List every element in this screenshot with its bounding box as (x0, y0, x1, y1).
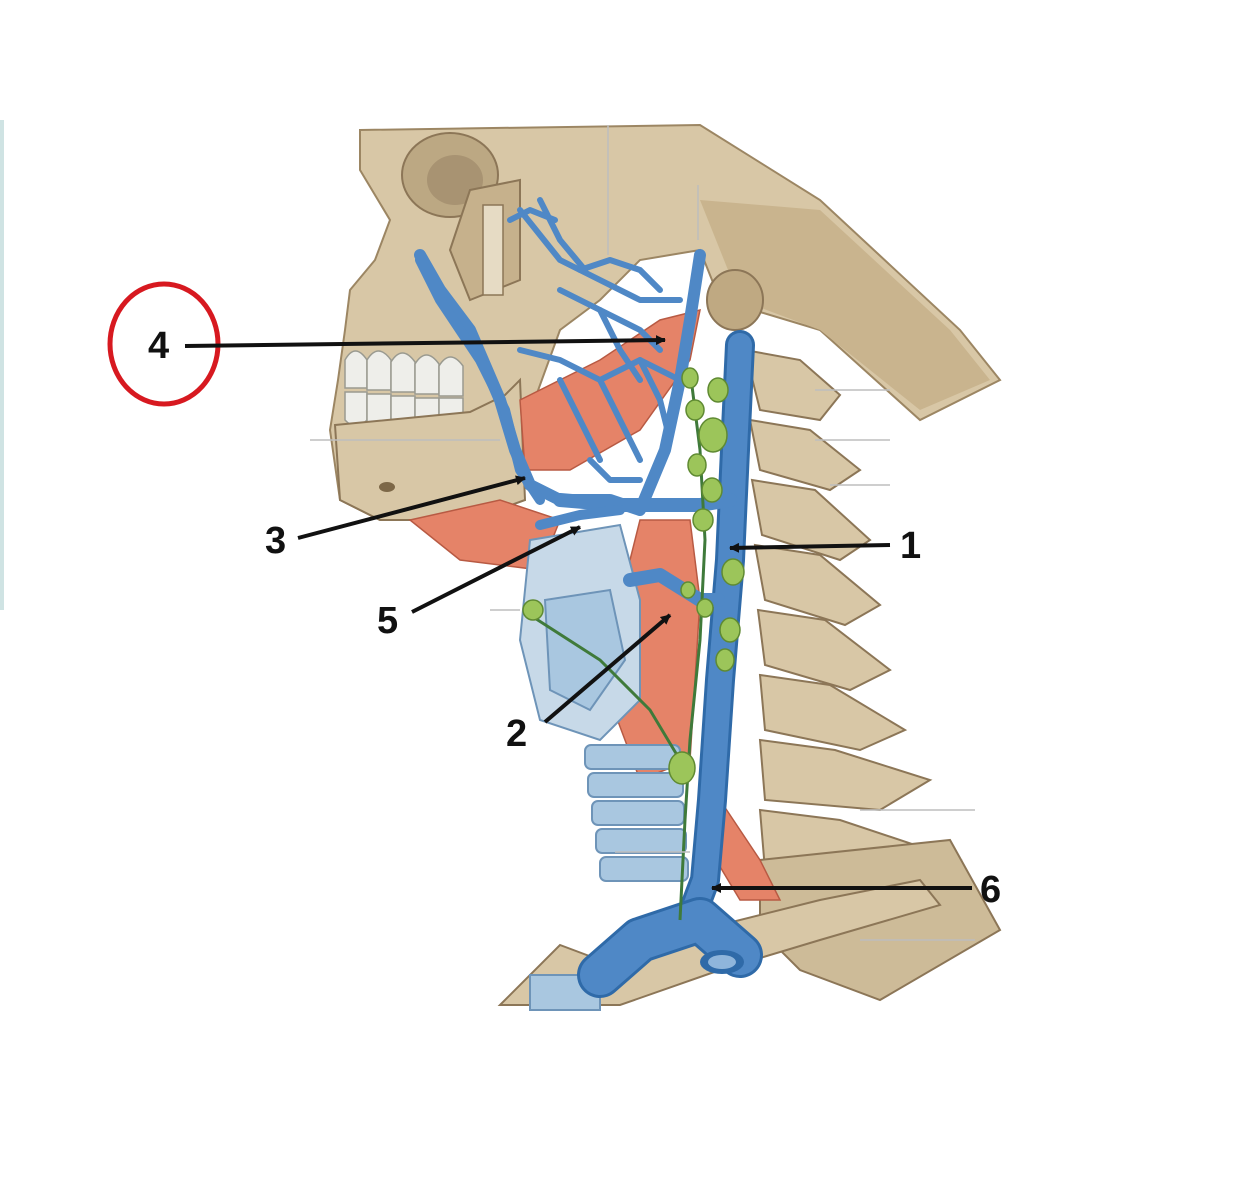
arrow-3 (297, 475, 526, 540)
lymph-node-drawing (522, 367, 745, 921)
skull-drawing (328, 123, 1002, 521)
arrow-5 (411, 525, 581, 614)
arrow-1 (729, 542, 891, 553)
label-2: 2 (506, 713, 527, 755)
arrow-2 (543, 613, 672, 724)
left-edge-strip (0, 120, 4, 610)
label-6: 6 (980, 869, 1001, 911)
cervical-spine-drawing (743, 348, 1002, 1002)
label-4: 4 (148, 325, 169, 367)
leader-arrows (184, 335, 972, 893)
figure-guide-lines (310, 125, 975, 941)
label-1: 1 (900, 525, 921, 567)
label-3: 3 (265, 520, 286, 562)
arrow-4 (184, 335, 666, 348)
label-5: 5 (377, 600, 398, 642)
